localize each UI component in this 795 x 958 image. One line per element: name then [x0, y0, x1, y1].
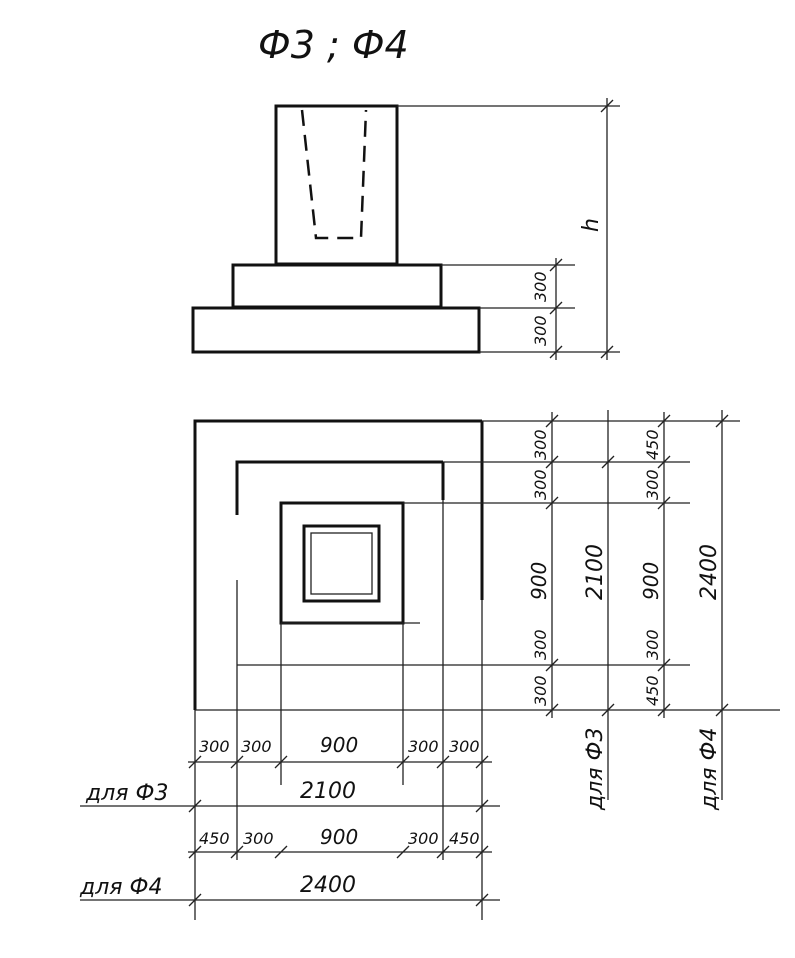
upper-step — [231, 263, 443, 309]
f3-h-total: 2100 — [300, 779, 356, 804]
f4-v-dim-3: 900 — [639, 562, 663, 600]
f3-h-dim-5: 300 — [449, 737, 480, 756]
plan-view: 300 300 900 300 300 2100 для Ф3 450 300 … — [79, 410, 780, 920]
f3-h-dim-1: 300 — [199, 737, 230, 756]
socket-outer — [302, 524, 381, 603]
f4-h-label: для Ф4 — [79, 875, 162, 900]
f4-h-total: 2400 — [300, 873, 356, 898]
f3-v-dim-2: 300 — [531, 469, 550, 500]
upper-step-outline — [235, 460, 443, 515]
f4-v-total: 2400 — [697, 544, 722, 600]
f4-h-dim-4: 300 — [408, 829, 439, 848]
f4-v-dim-2: 300 — [643, 469, 662, 500]
column-body — [274, 104, 399, 266]
f3-h-dim-4: 300 — [408, 737, 439, 756]
column-footprint — [279, 501, 405, 625]
f3-v-dim-5: 300 — [531, 675, 550, 706]
side-view: h 300 300 — [191, 98, 620, 360]
f3-h-label: для Ф3 — [85, 781, 168, 806]
f3-h-dim-2: 300 — [241, 737, 272, 756]
f4-v-label: для Ф4 — [697, 728, 722, 811]
lower-step — [191, 306, 481, 354]
f3-v-dim-1: 300 — [531, 429, 550, 460]
f3-v-dim-3: 900 — [527, 562, 551, 600]
f4-h-dim-3: 900 — [320, 825, 358, 849]
f4-v-dim-5: 450 — [643, 675, 662, 706]
f4-h-dim-2: 300 — [243, 829, 274, 848]
f3-v-dim-4: 300 — [531, 629, 550, 660]
upper-step-height: 300 — [531, 271, 550, 302]
lower-step-height: 300 — [531, 315, 550, 346]
lower-step-outline — [193, 419, 482, 710]
height-label: h — [579, 218, 604, 232]
f4-v-dim-1: 450 — [643, 429, 662, 460]
f4-v-dim-4: 300 — [643, 629, 662, 660]
socket-hidden-line — [300, 109, 368, 240]
f4-h-dim-1: 450 — [199, 829, 230, 848]
f3-v-total: 2100 — [583, 544, 608, 600]
f3-h-dim-3: 900 — [320, 733, 358, 757]
f3-v-label: для Ф3 — [583, 728, 608, 811]
f4-h-dim-5: 450 — [449, 829, 480, 848]
drawing-title: Ф3 ; Ф4 — [258, 23, 409, 67]
socket-inner — [310, 532, 373, 595]
